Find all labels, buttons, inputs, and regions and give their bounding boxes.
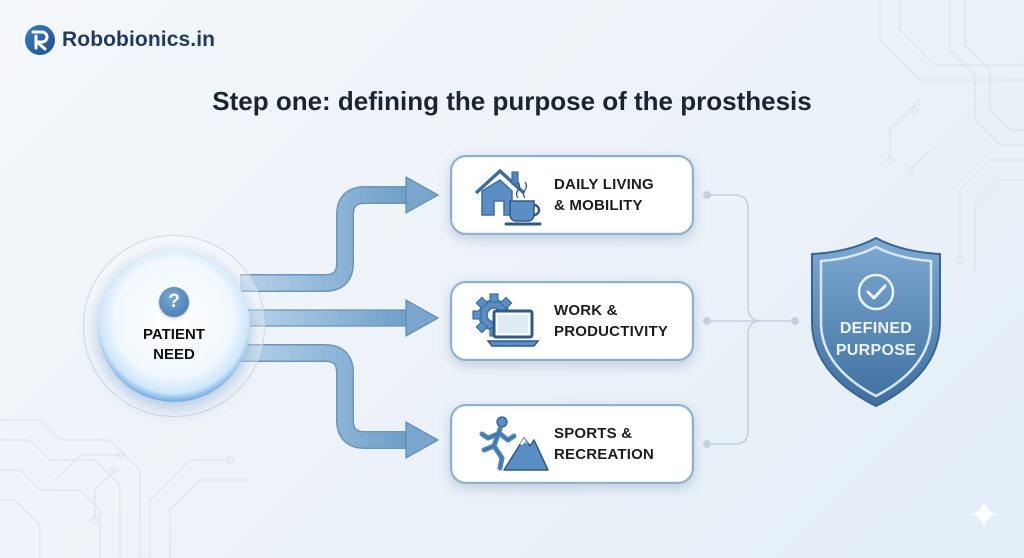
card-daily-living[interactable]: DAILY LIVING & MOBILITY xyxy=(450,155,694,235)
card-sports-recreation[interactable]: SPORTS & RECREATION xyxy=(450,404,694,484)
runner-and-mountain-icon xyxy=(479,416,549,471)
card-label: WORK & PRODUCTIVITY xyxy=(554,302,669,340)
sparkle-icon xyxy=(970,500,998,528)
brand-logo[interactable]: Robobionics.in xyxy=(24,24,215,56)
arrow-to-daily-living xyxy=(240,175,440,292)
merge-connector xyxy=(707,194,795,445)
gear-and-laptop-icon xyxy=(472,293,540,347)
arrow-to-work xyxy=(247,298,440,338)
r-monogram-circle-icon xyxy=(25,25,55,55)
house-with-coffee-cup-icon xyxy=(474,169,542,226)
card-work-productivity[interactable]: WORK & PRODUCTIVITY xyxy=(450,281,694,361)
patient-need-node[interactable]: ? PATIENT NEED xyxy=(98,250,250,402)
arrow-to-sports xyxy=(240,344,440,460)
page-title: Step one: defining the purpose of the pr… xyxy=(212,86,812,116)
card-label: DAILY LIVING & MOBILITY xyxy=(554,176,654,214)
question-mark-icon: ? xyxy=(159,287,189,317)
brand-name: Robobionics.in xyxy=(62,28,216,51)
defined-purpose-shield[interactable] xyxy=(806,234,946,410)
card-label: SPORTS & RECREATION xyxy=(554,425,655,463)
patient-need-label: PATIENT NEED xyxy=(143,326,205,363)
checkmark-circle-icon xyxy=(857,273,895,311)
defined-purpose-label: DEFINED PURPOSE xyxy=(835,320,917,359)
